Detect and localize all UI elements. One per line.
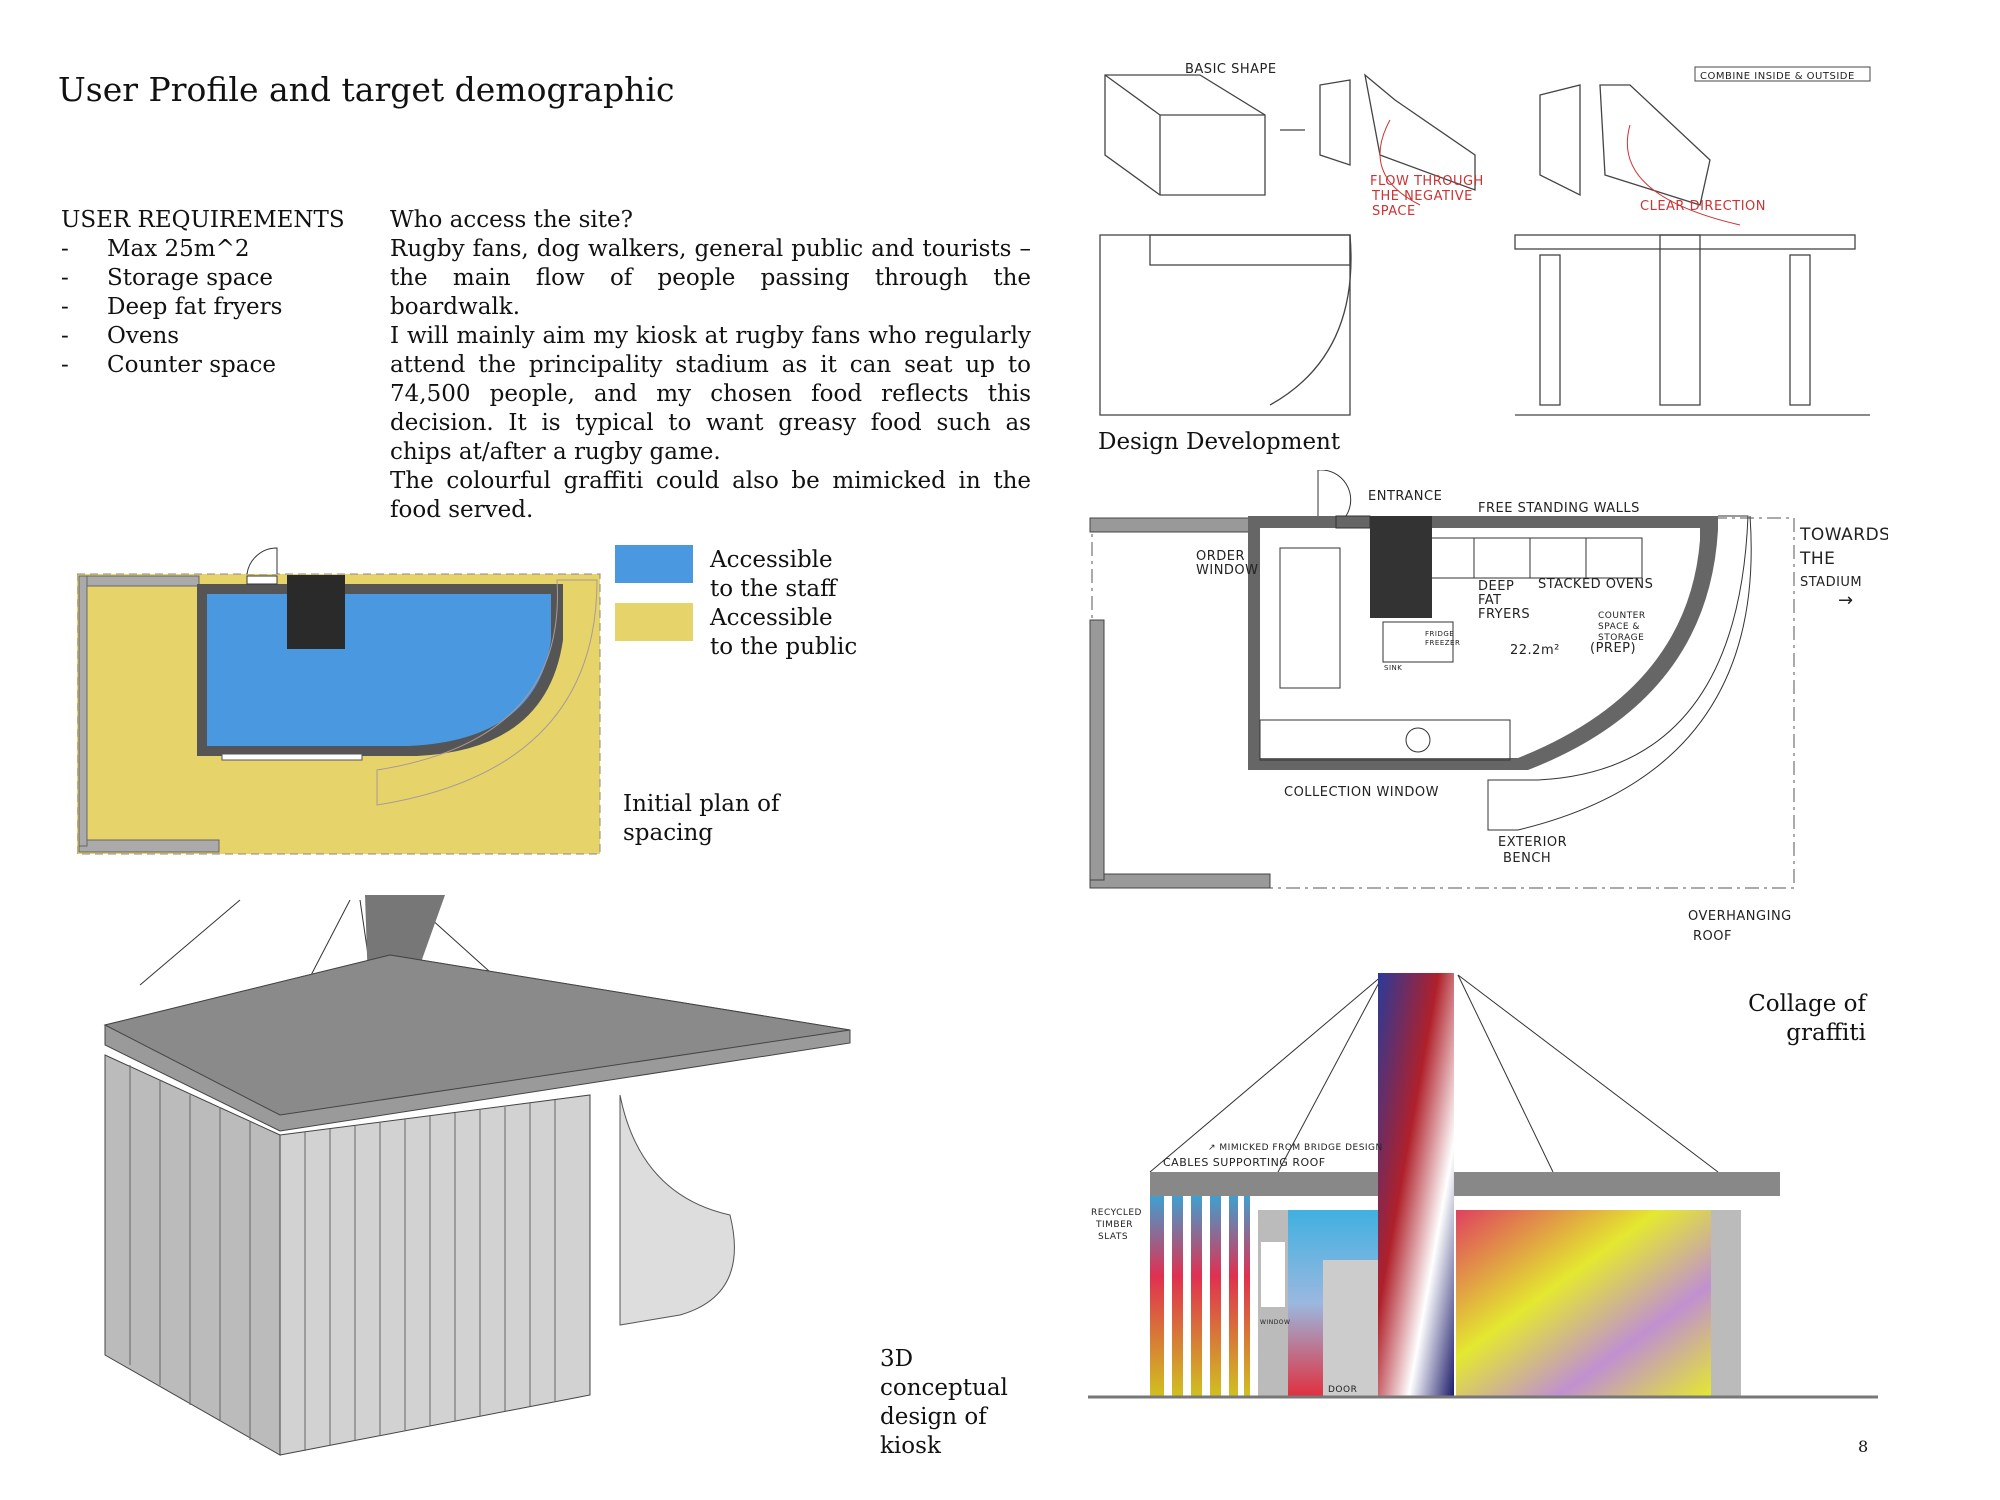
label-slats: RECYCLED	[1091, 1208, 1142, 1218]
design-sketches: BASIC SHAPE FLOW THROUGH THE NEGATIVE SP…	[1099, 62, 1871, 416]
paragraph: I will mainly aim my kiosk at rugby fans…	[390, 323, 1031, 465]
label-combine: COMBINE INSIDE & OUTSIDE	[1700, 71, 1855, 82]
collage-caption: Collage of graffiti	[1748, 991, 1866, 1046]
question: Who access the site?	[390, 207, 633, 233]
label-flow: FLOW THROUGH	[1370, 174, 1484, 189]
list-item: -Counter space	[61, 352, 276, 378]
list-item: -Storage space	[61, 265, 273, 291]
legend-label-staff: Accessible to the staff Accessible to th…	[710, 547, 858, 660]
svg-text:THE: THE	[1799, 549, 1835, 569]
label-basic-shape: BASIC SHAPE	[1185, 62, 1277, 77]
label-towards-stadium: TOWARDS	[1799, 525, 1888, 545]
label-area: 22.2m²	[1510, 643, 1560, 658]
label-walls: FREE STANDING WALLS	[1478, 501, 1640, 516]
svg-text:FRIDGE: FRIDGE	[1425, 630, 1454, 638]
svg-text:SPACE &: SPACE &	[1598, 622, 1640, 632]
label-counter: COUNTER	[1598, 611, 1646, 621]
svg-text:SLATS: SLATS	[1098, 1232, 1128, 1242]
concept-caption: 3D conceptual design of kiosk	[880, 1346, 1008, 1459]
svg-text:STADIUM: STADIUM	[1800, 575, 1862, 590]
legend-swatch-staff	[615, 545, 693, 583]
list-item: -Max 25m^2	[61, 236, 250, 262]
legend-swatch-public	[615, 603, 693, 641]
svg-text:WINDOW: WINDOW	[1260, 1319, 1290, 1326]
list-item: -Deep fat fryers	[61, 294, 283, 320]
page-title: User Profile and target demographic	[58, 70, 675, 109]
svg-text:SPACE: SPACE	[1372, 204, 1416, 219]
description: Who access the site? Rugby fans, dog wal…	[390, 206, 1031, 525]
label-ovens: STACKED OVENS	[1538, 577, 1653, 592]
floor-plan: ENTRANCE FREE STANDING WALLS ORDER WINDO…	[1089, 470, 1888, 944]
svg-text:(PREP): (PREP)	[1590, 641, 1636, 656]
label-cables: CABLES SUPPORTING ROOF	[1163, 1156, 1326, 1169]
paragraph: Rugby fans, dog walkers, general public …	[390, 236, 1031, 320]
label-clear-direction: CLEAR DIRECTION	[1640, 199, 1766, 214]
svg-text:FREEZER: FREEZER	[1425, 639, 1460, 647]
paragraph: The colourful graffiti could also be mim…	[390, 468, 1031, 523]
svg-text:THE NEGATIVE: THE NEGATIVE	[1371, 189, 1473, 204]
graffiti-collage: ↗ MIMICKED FROM BRIDGE DESIGN CABLES SUP…	[1088, 973, 1878, 1399]
label-entrance: ENTRANCE	[1368, 489, 1442, 504]
requirements-heading: USER REQUIREMENTS	[61, 207, 345, 233]
svg-text:TIMBER: TIMBER	[1095, 1220, 1133, 1230]
svg-text:ROOF: ROOF	[1693, 929, 1732, 944]
user-requirements: USER REQUIREMENTS -Max 25m^2 -Storage sp…	[61, 206, 345, 380]
label-bench: EXTERIOR	[1498, 835, 1567, 850]
svg-text:BENCH: BENCH	[1503, 851, 1551, 866]
list-item: -Ovens	[61, 323, 180, 349]
svg-text:FRYERS: FRYERS	[1478, 607, 1530, 622]
svg-text:→: →	[1838, 590, 1854, 611]
svg-text:WINDOW: WINDOW	[1196, 563, 1259, 578]
label-order-window: ORDER	[1196, 549, 1245, 564]
label-door: DOOR	[1328, 1385, 1357, 1395]
label-overhang: OVERHANGING	[1688, 909, 1792, 924]
initial-plan-caption: Initial plan of spacing	[623, 791, 780, 846]
kiosk-3d-render	[103, 895, 851, 1456]
label-collection-window: COLLECTION WINDOW	[1284, 785, 1439, 800]
svg-text:SINK: SINK	[1384, 664, 1402, 672]
svg-text:FAT: FAT	[1478, 593, 1502, 608]
svg-text:STORAGE: STORAGE	[1598, 633, 1644, 643]
page-number: 8	[1858, 1437, 1869, 1456]
initial-plan	[77, 547, 601, 855]
label-mimicked: ↗ MIMICKED FROM BRIDGE DESIGN	[1208, 1143, 1383, 1153]
design-development-caption: Design Development	[1098, 429, 1341, 455]
label-fryers: DEEP	[1478, 579, 1514, 594]
